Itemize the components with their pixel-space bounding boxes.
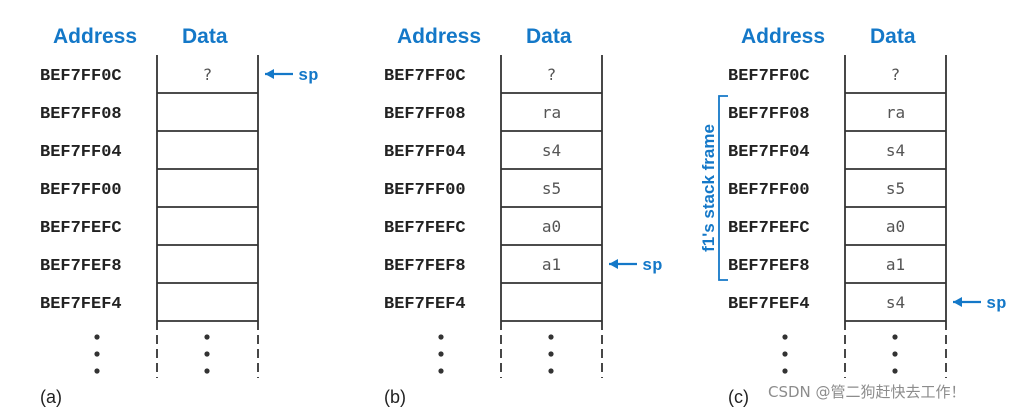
memory-cell-value: ? xyxy=(547,65,557,84)
panel-caption: (a) xyxy=(40,387,62,407)
data-header: Data xyxy=(526,25,572,48)
address-label: BEF7FEFC xyxy=(384,219,466,238)
address-label: BEF7FF04 xyxy=(728,143,810,162)
sp-arrow-head xyxy=(609,259,618,269)
ellipsis-dot xyxy=(892,351,898,357)
address-label: BEF7FF00 xyxy=(728,181,810,200)
address-label: BEF7FF0C xyxy=(384,67,466,86)
stack-frame-bracket xyxy=(718,95,728,281)
address-label: BEF7FEFC xyxy=(40,219,122,238)
ellipsis-dot xyxy=(782,368,788,374)
ellipsis-dot xyxy=(782,351,788,357)
panel-caption: (c) xyxy=(728,387,749,407)
stack-frame-label: f1's stack frame xyxy=(699,124,718,252)
address-label: BEF7FF08 xyxy=(384,105,466,124)
ellipsis-dot xyxy=(438,351,444,357)
memory-cell-value: ? xyxy=(891,65,901,84)
sp-label: sp xyxy=(642,257,662,276)
ellipsis-dot xyxy=(548,351,554,357)
memory-cell-value: s5 xyxy=(542,179,561,198)
address-label: BEF7FEF8 xyxy=(728,257,810,276)
address-label: BEF7FEF8 xyxy=(40,257,122,276)
address-label: BEF7FF00 xyxy=(40,181,122,200)
address-label: BEF7FF00 xyxy=(384,181,466,200)
memory-cell-value: s4 xyxy=(886,293,905,312)
address-label: BEF7FEF4 xyxy=(728,295,810,314)
sp-label: sp xyxy=(298,67,318,86)
sp-arrow-head xyxy=(265,69,274,79)
ellipsis-dot xyxy=(548,368,554,374)
memory-cell-value: a1 xyxy=(886,255,905,274)
panel-caption: (b) xyxy=(384,387,406,407)
sp-arrow-head xyxy=(953,297,962,307)
ellipsis-dot xyxy=(204,368,210,374)
ellipsis-dot xyxy=(548,334,554,340)
address-label: BEF7FEF4 xyxy=(384,295,466,314)
address-label: BEF7FF0C xyxy=(40,67,122,86)
ellipsis-dot xyxy=(438,334,444,340)
address-label: BEF7FF0C xyxy=(728,67,810,86)
memory-cell-value: a0 xyxy=(542,217,561,236)
ellipsis-dot xyxy=(204,351,210,357)
ellipsis-dot xyxy=(204,334,210,340)
memory-cell-value: ra xyxy=(886,103,905,122)
address-header: Address xyxy=(741,25,825,48)
data-header: Data xyxy=(182,25,228,48)
address-label: BEF7FEF4 xyxy=(40,295,122,314)
address-header: Address xyxy=(53,25,137,48)
address-label: BEF7FF08 xyxy=(40,105,122,124)
address-label: BEF7FEF8 xyxy=(384,257,466,276)
ellipsis-dot xyxy=(892,368,898,374)
memory-cell-value: ra xyxy=(542,103,561,122)
address-label: BEF7FEFC xyxy=(728,219,810,238)
data-header: Data xyxy=(870,25,916,48)
memory-cell-value: ? xyxy=(203,65,213,84)
ellipsis-dot xyxy=(94,334,100,340)
address-label: BEF7FF04 xyxy=(384,143,466,162)
memory-cell-value: s4 xyxy=(886,141,905,160)
memory-cell-value: s5 xyxy=(886,179,905,198)
ellipsis-dot xyxy=(94,368,100,374)
ellipsis-dot xyxy=(892,334,898,340)
ellipsis-dot xyxy=(782,334,788,340)
ellipsis-dot xyxy=(94,351,100,357)
sp-label: sp xyxy=(986,295,1006,314)
address-header: Address xyxy=(397,25,481,48)
address-label: BEF7FF04 xyxy=(40,143,122,162)
ellipsis-dot xyxy=(438,368,444,374)
address-label: BEF7FF08 xyxy=(728,105,810,124)
memory-cell-value: s4 xyxy=(542,141,561,160)
memory-cell-value: a1 xyxy=(542,255,561,274)
watermark: CSDN @管二狗赶快去工作！ xyxy=(768,383,966,401)
memory-cell-value: a0 xyxy=(886,217,905,236)
